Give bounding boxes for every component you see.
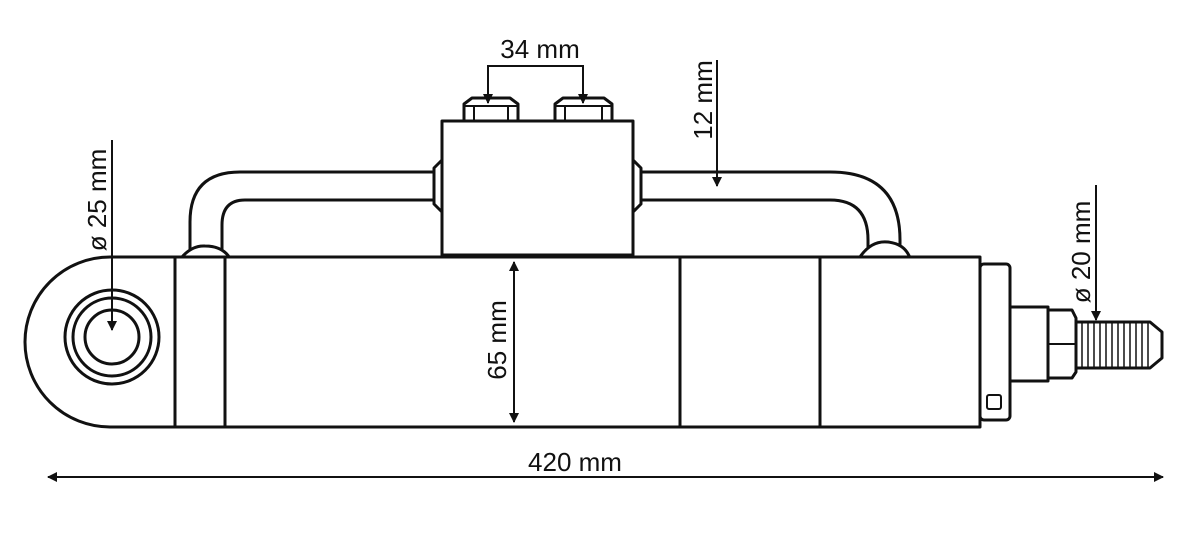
label-eye-diameter: ø 25 mm xyxy=(82,149,112,252)
label-port-spacing: 34 mm xyxy=(500,34,579,64)
valve-block xyxy=(432,96,643,257)
pipe-left xyxy=(188,170,440,260)
rod-end xyxy=(1008,305,1164,383)
label-body-height: 65 mm xyxy=(482,300,512,379)
dim-port-spacing: 34 mm xyxy=(483,34,588,104)
dim-port-size: 12 mm xyxy=(688,60,722,187)
dim-rod-diameter: ø 20 mm xyxy=(1066,185,1101,321)
dim-body-height: 65 mm xyxy=(482,261,519,423)
label-port-size: 12 mm xyxy=(688,60,718,139)
mounting-eye xyxy=(23,255,177,429)
end-cap xyxy=(978,262,1012,422)
label-overall-length: 420 mm xyxy=(528,447,622,477)
label-rod-diameter: ø 20 mm xyxy=(1066,201,1096,304)
pipe-right xyxy=(640,170,902,260)
threaded-rod xyxy=(1074,320,1164,370)
dim-eye-diameter: ø 25 mm xyxy=(82,140,117,331)
dim-overall-length: 420 mm xyxy=(47,447,1164,482)
weld-right xyxy=(856,240,912,262)
port-nut-left xyxy=(462,96,520,123)
cylinder-body xyxy=(173,255,1012,429)
